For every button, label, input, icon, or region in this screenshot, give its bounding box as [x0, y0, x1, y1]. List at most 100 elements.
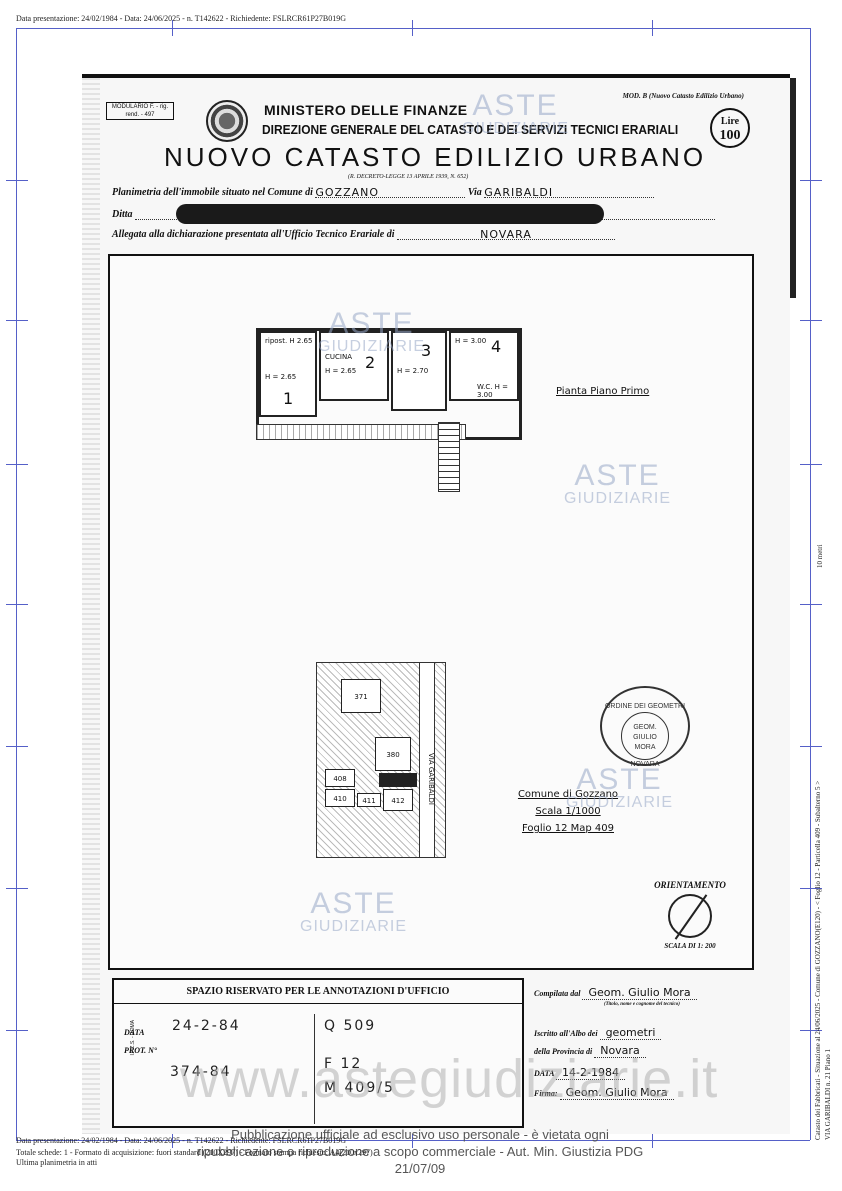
frame-tick — [800, 746, 822, 747]
modulario-box: MODULARIO F. - rig. rend. - 497 — [106, 102, 174, 120]
compilata-sub: (Titolo, nome e cognome del tecnico) — [604, 1002, 680, 1007]
note-m: M 409/5 — [324, 1080, 395, 1096]
scan-edge — [790, 78, 796, 298]
frame-tick — [800, 320, 822, 321]
data2-label: DATA — [534, 1069, 555, 1078]
map-comune: Comune di Gozzano — [517, 789, 619, 800]
note-f: F 12 — [324, 1056, 363, 1072]
mod-label: MOD. B (Nuovo Catasto Edilizio Urbano) — [622, 92, 744, 100]
provincia-label: della Provincia di — [534, 1047, 593, 1056]
provincia-value: Novara — [594, 1044, 646, 1058]
footer-line: Ultima planimetria in atti — [16, 1158, 98, 1167]
parcel: 410 — [325, 789, 355, 807]
frame-tick — [6, 746, 28, 747]
room-number: 3 — [421, 341, 432, 360]
parcel: 408 — [325, 769, 355, 787]
via-label: Via — [467, 187, 482, 198]
stamp-text: NOVARA — [630, 761, 660, 768]
highlighted-parcel — [379, 773, 417, 787]
surveyor-stamp: ORDINE DEI GEOMETRI GEOM. GIULIO MORA NO… — [600, 686, 690, 768]
stamp-text: ORDINE DEI GEOMETRI — [604, 703, 686, 710]
ditta-label: Ditta — [112, 209, 133, 220]
side-caption-address: VIA GARIBALDI n. 21 Piano 1 — [824, 1049, 832, 1140]
frame-tick — [172, 1132, 173, 1148]
albo-row: Iscritto all'Albo dei geometri — [534, 1026, 662, 1040]
room-1: ripost. H 2.65 H = 2.65 1 — [259, 331, 317, 417]
frame-top — [16, 28, 810, 29]
floor-plan: ripost. H 2.65 H = 2.65 1 CUCINA H = 2.6… — [256, 328, 522, 440]
stamp-text: GEOM. — [633, 724, 657, 731]
side-scale-label: 10 metri — [816, 544, 824, 568]
republic-emblem-icon — [206, 100, 248, 142]
room-height: H = 2.65 — [325, 367, 357, 375]
comune-value: GOZZANO — [315, 186, 380, 199]
firma-value: Geom. Giulio Mora — [559, 1086, 674, 1100]
frame-tick — [800, 180, 822, 181]
firma-label: Firma: — [534, 1089, 558, 1098]
room-number: 4 — [491, 337, 502, 356]
allegata-row: Allegata alla dichiarazione presentata a… — [112, 228, 615, 241]
map-scale: Scala 1/1000 — [535, 806, 601, 817]
road-label: VIA GARIBALDI — [427, 753, 435, 805]
frame-tick — [652, 20, 653, 36]
frame-tick — [6, 464, 28, 465]
parcel: 411 — [357, 793, 381, 807]
data2-row: DATA 14-2-1984 — [534, 1066, 625, 1080]
publication-line: ripubblicazione o riproduzione a scopo c… — [196, 1144, 644, 1176]
firma-row: Firma: Geom. Giulio Mora — [534, 1086, 674, 1100]
ministry-title: MINISTERO DELLE FINANZE — [264, 102, 468, 118]
decree-ref: (R. DECRETO-LEGGE 13 APRILE 1939, N. 652… — [348, 174, 469, 180]
frame-tick — [6, 1030, 28, 1031]
compilata-label: Compilata dal — [534, 989, 581, 998]
staircase — [438, 422, 460, 492]
room-label: ripost. H 2.65 — [265, 337, 313, 345]
room-height: W.C. H = 3.00 — [477, 383, 509, 399]
frame-tick — [412, 1132, 413, 1148]
frame-tick — [412, 20, 413, 36]
frame-tick — [172, 20, 173, 36]
via-value: GARIBALDI — [484, 186, 554, 199]
frame-tick — [800, 1030, 822, 1031]
tax-stamp: Lire 100 — [710, 108, 750, 148]
frame-tick — [800, 464, 822, 465]
frame-tick — [6, 888, 28, 889]
provincia-row: della Provincia di Novara — [534, 1044, 646, 1058]
watermark-url: www.astegiudiziarie.it — [180, 1049, 719, 1109]
compilata-row: Compilata dal Geom. Giulio Mora — [534, 986, 697, 1000]
frame-tick — [800, 604, 822, 605]
room-number: 2 — [365, 353, 376, 372]
frame-right — [810, 28, 811, 1140]
tax-stamp-value: 100 — [719, 128, 741, 143]
stamp-text: MORA — [634, 744, 656, 751]
ufficio-value: NOVARA — [480, 228, 532, 241]
stamp-text: GIULIO — [633, 734, 657, 741]
orientation-label: ORIENTAMENTO — [654, 880, 726, 890]
form-title: NUOVO CATASTO EDILIZIO URBANO — [164, 142, 707, 172]
data-value: 24-2-84 — [172, 1018, 241, 1034]
planimetria-row: Planimetria dell'immobile situato nel Co… — [112, 186, 655, 199]
planimetria-label: Planimetria dell'immobile situato nel Co… — [112, 187, 313, 198]
parcel: 380 — [375, 737, 411, 771]
frame-tick — [652, 1132, 653, 1148]
floor-plan-area: ripost. H 2.65 H = 2.65 1 CUCINA H = 2.6… — [108, 254, 754, 970]
orientation: ORIENTAMENTO SCALA DI 1: 200 — [640, 880, 740, 950]
room-3: H = 2.70 3 — [391, 331, 447, 411]
plan-scale: SCALA DI 1: 200 — [664, 942, 716, 950]
map-caption: Comune di Gozzano Scala 1/1000 Foglio 12… — [488, 786, 648, 837]
road — [419, 663, 435, 857]
frame-tick — [6, 180, 28, 181]
tax-stamp-label: Lire — [720, 116, 740, 127]
frame-tick — [800, 888, 822, 889]
parcel: 371 — [341, 679, 381, 713]
albo-label: Iscritto all'Albo dei — [534, 1029, 598, 1038]
room-number: 1 — [283, 389, 294, 408]
footer-line: Totale schede: 1 - Formato di acquisizio… — [16, 1148, 373, 1157]
frame-tick — [6, 604, 28, 605]
data-label: DATA — [124, 1028, 145, 1037]
publication-notice: Pubblicazione ufficiale ad esclusivo uso… — [170, 1126, 670, 1177]
redacted-owner — [176, 204, 604, 224]
annotations-title: SPAZIO RISERVATO PER LE ANNOTAZIONI D'UF… — [114, 980, 522, 1004]
scanned-form: MODULARIO F. - rig. rend. - 497 MINISTER… — [82, 74, 796, 1134]
header-line: Data presentazione: 24/02/1984 - Data: 2… — [16, 14, 347, 23]
scan-noise — [82, 78, 100, 1134]
